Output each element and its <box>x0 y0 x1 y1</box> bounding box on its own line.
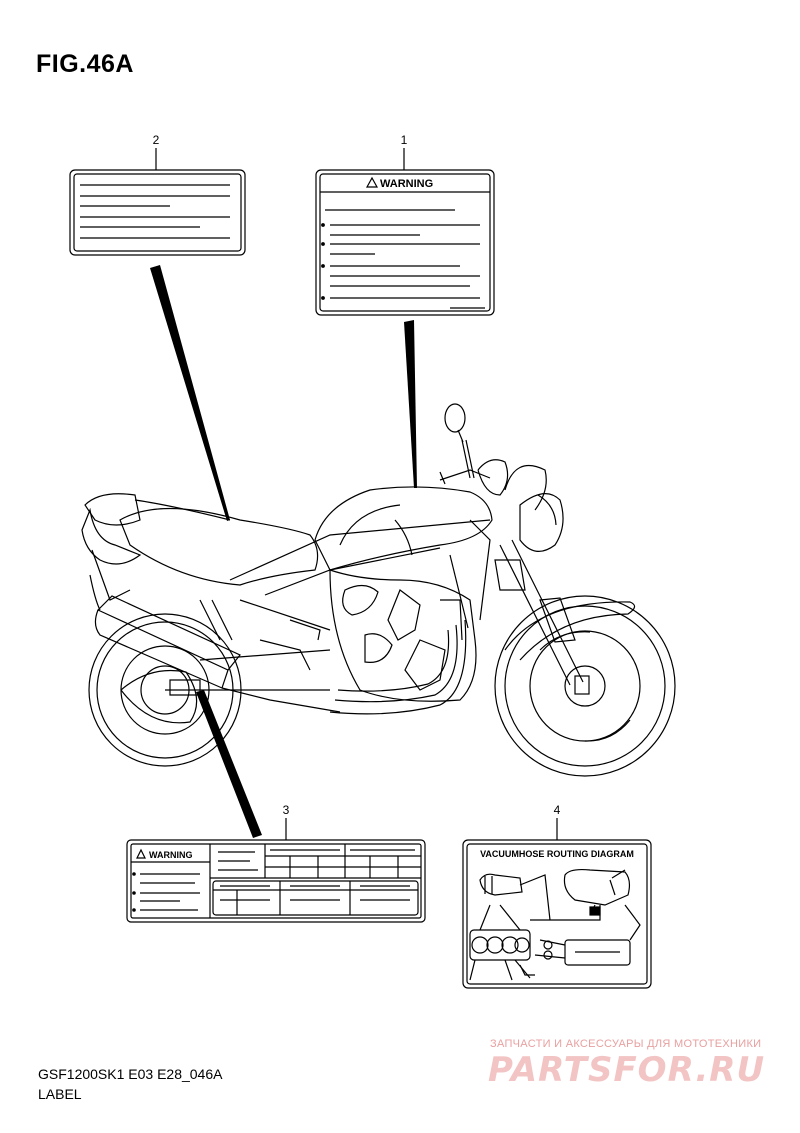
figure-title: FIG.46A <box>36 50 134 78</box>
leader-wedge-3 <box>196 690 262 838</box>
motorcycle-drawing <box>81 403 676 777</box>
callout-number-2: 2 <box>153 133 160 147</box>
warning-triangle-icon <box>365 176 379 188</box>
diagram-code: GSF1200SK1 E03 E28_046A <box>38 1066 223 1082</box>
callout-number-1: 1 <box>401 133 408 147</box>
callout-number-4: 4 <box>554 803 561 817</box>
label-3-warning-table <box>126 839 426 923</box>
label-2-plain <box>69 169 246 256</box>
label-4-vacuum-diagram <box>462 839 652 989</box>
label-3-heading: WARNING <box>149 850 193 860</box>
leader-wedge-1 <box>404 320 417 488</box>
label-1-heading: WARNING <box>380 178 433 190</box>
label-4-heading: VACUUMHOSE ROUTING DIAGRAM <box>480 849 634 859</box>
label-1-warning <box>315 169 495 316</box>
section-name: LABEL <box>38 1086 82 1102</box>
callout-number-3: 3 <box>283 803 290 817</box>
leader-wedge-2 <box>150 265 230 521</box>
warning-triangle-icon-small <box>136 848 146 859</box>
watermark-tagline: ЗАПЧАСТИ И АКСЕССУАРЫ ДЛЯ МОТОТЕХНИКИ <box>490 1038 762 1050</box>
watermark-logo: PARTSFOR.RU <box>488 1050 766 1090</box>
